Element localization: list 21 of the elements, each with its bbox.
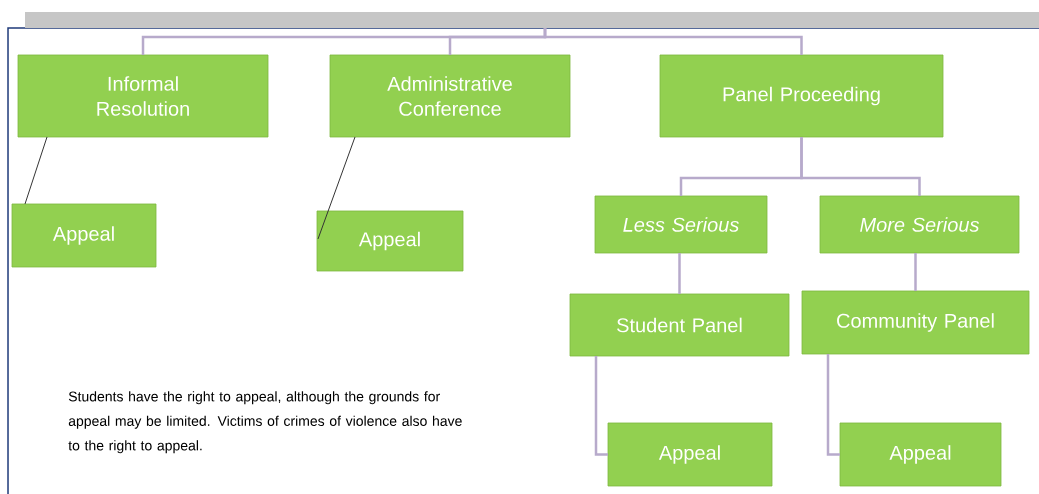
connector-line: [317, 136, 356, 240]
connector-line: [543, 28, 803, 55]
connector-line: [914, 253, 917, 291]
process-box: More Serious: [819, 195, 1020, 254]
process-box: Informal Resolution: [17, 54, 269, 138]
process-box: Appeal: [839, 422, 1002, 487]
connector-line: [594, 356, 608, 456]
connector-line: [826, 354, 840, 456]
process-box: Appeal: [11, 203, 157, 268]
connector-line: [678, 253, 681, 294]
connector-line: [24, 136, 48, 205]
process-box: Appeal: [316, 210, 464, 272]
note-paragraph: Students have the right to appeal, although the grounds for appeal may be limited. Victims of crimes of violence also have to the right to appeal.: [68, 391, 462, 454]
process-box: Community Panel: [801, 290, 1030, 355]
process-box: Appeal: [607, 422, 773, 487]
process-box: Panel Proceeding: [659, 54, 944, 138]
process-box: Student Panel: [569, 293, 790, 357]
connector-line: [800, 137, 921, 196]
process-box: Administrative Conference: [329, 54, 571, 138]
header-bar: [25, 12, 1039, 28]
process-box: Less Serious: [594, 195, 768, 254]
